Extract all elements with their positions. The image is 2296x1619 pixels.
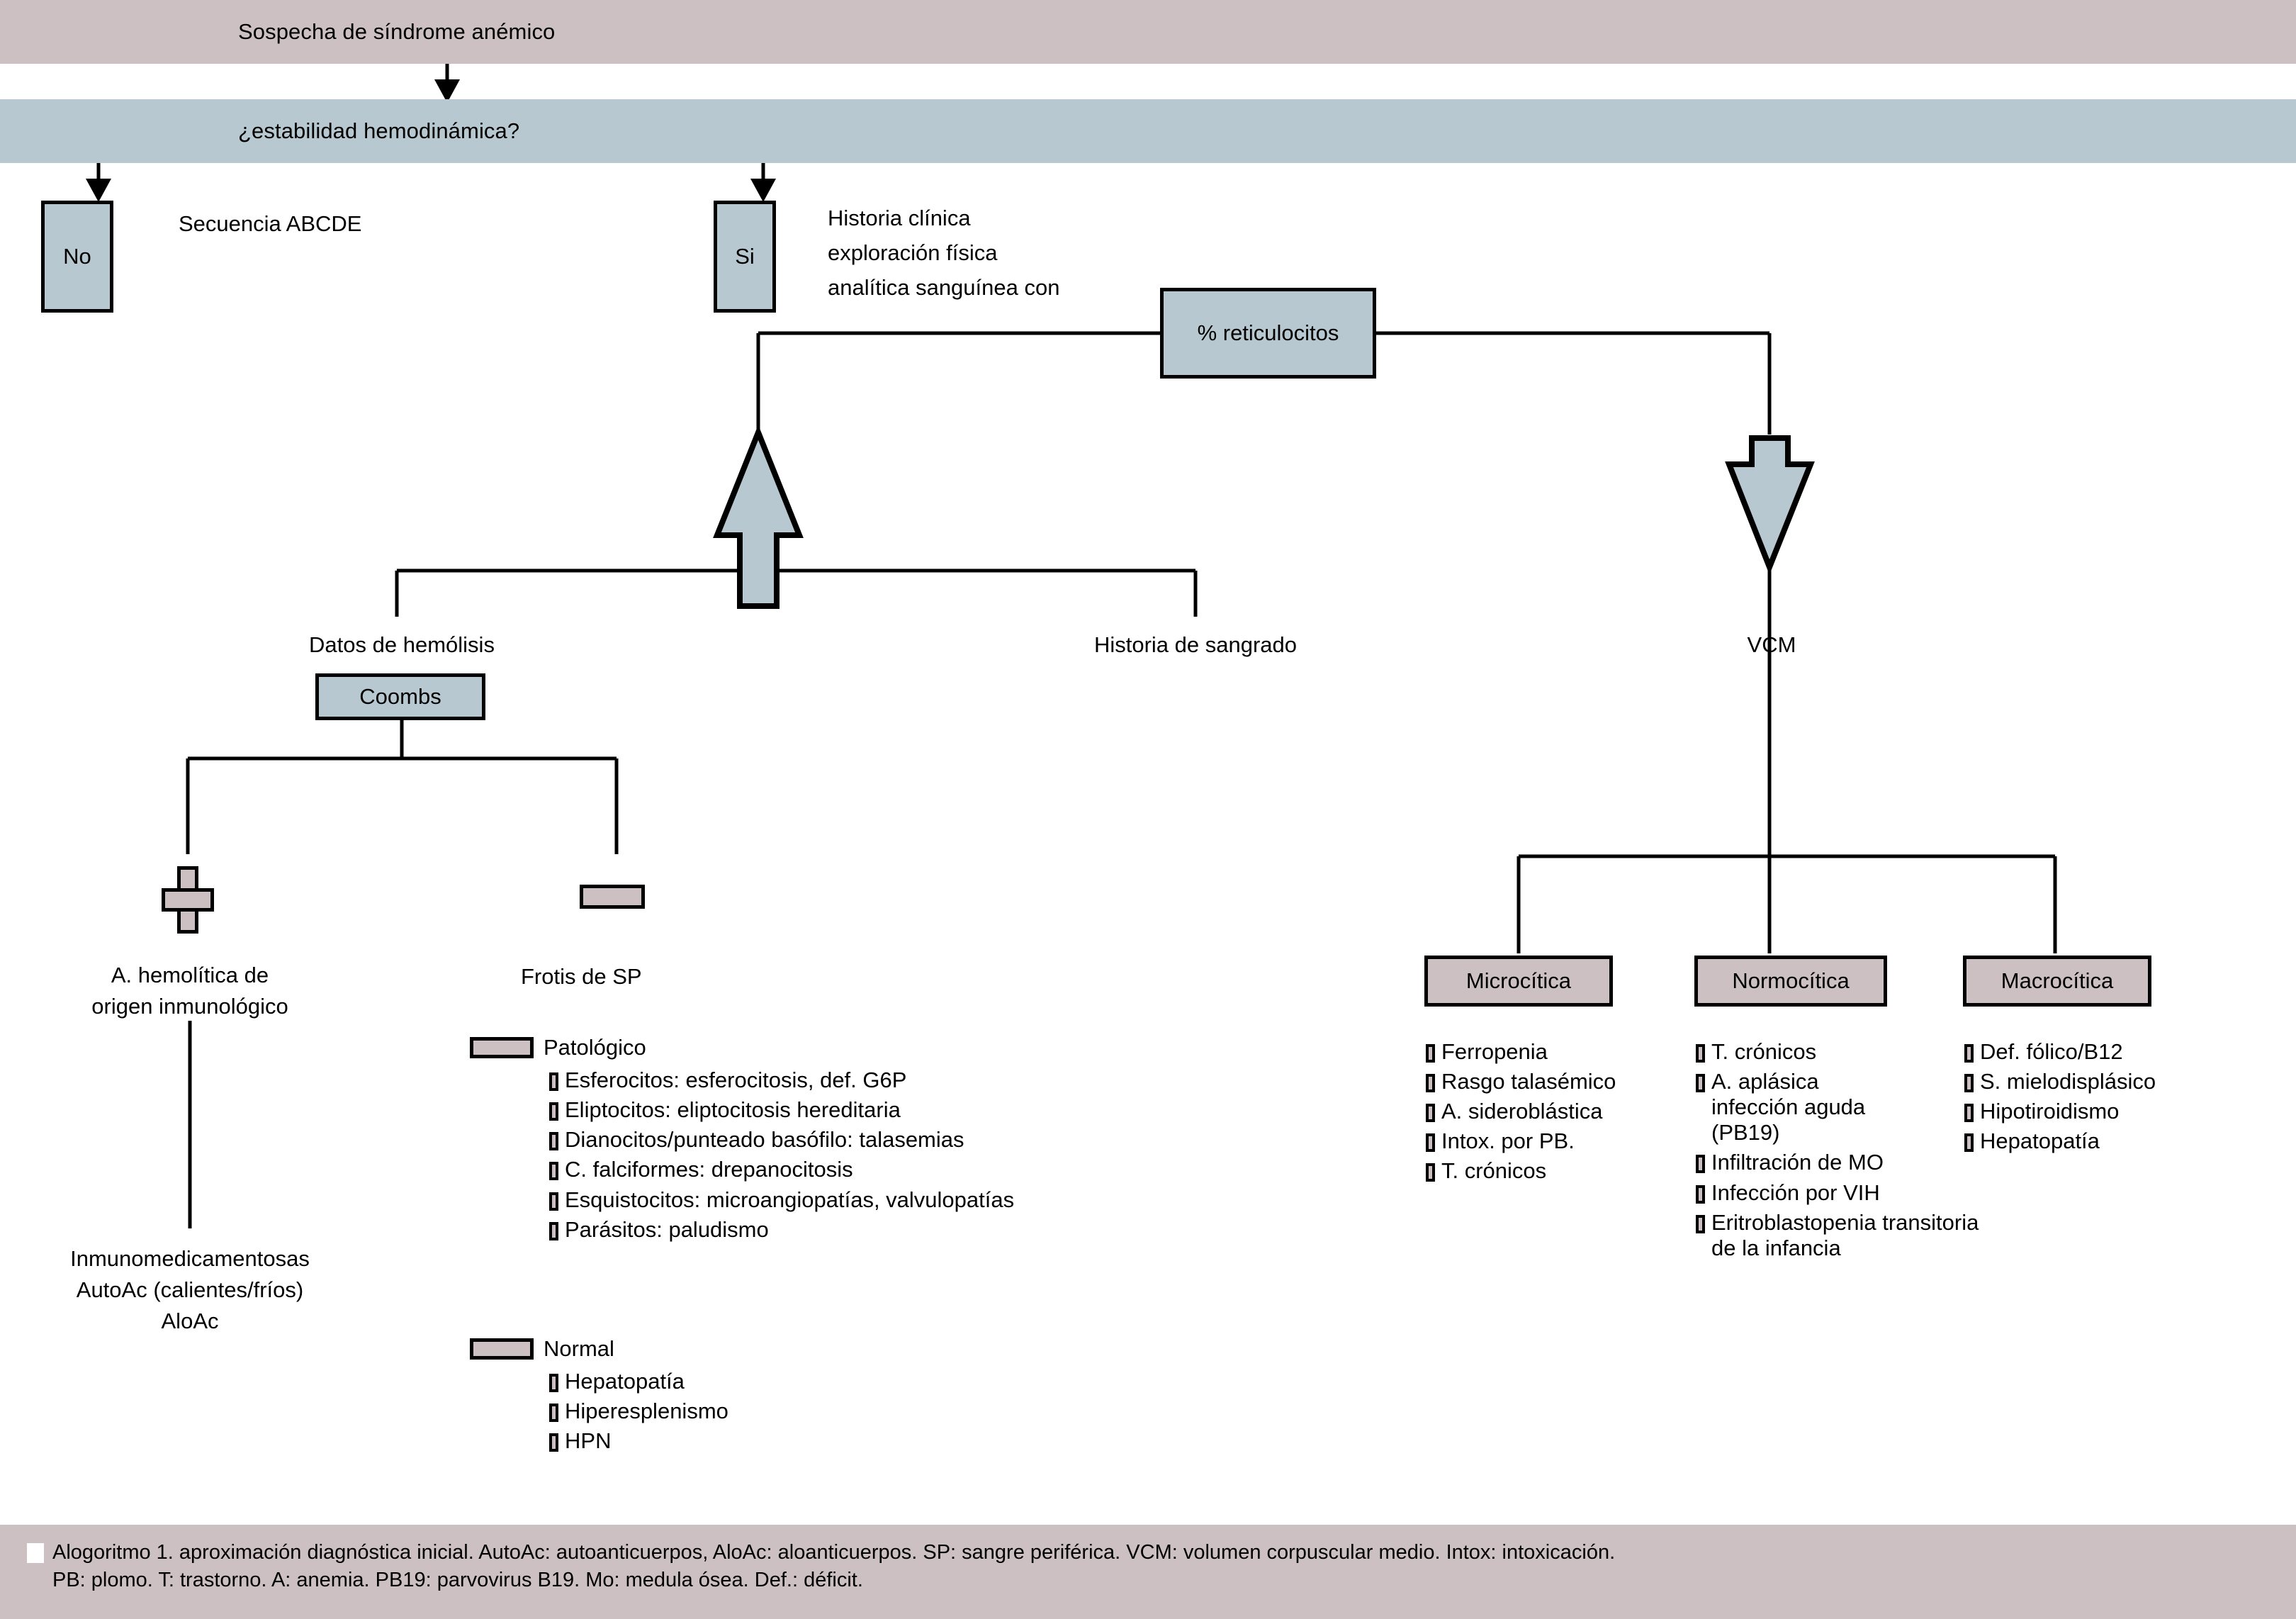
immune-detail-line1: Inmunomedicamentosas bbox=[70, 1246, 310, 1271]
square-bullet-icon bbox=[1964, 1074, 1974, 1093]
big-up-arrow bbox=[713, 425, 804, 609]
list-item: S. mielodisplásico bbox=[1964, 1069, 2156, 1094]
list-item: Hepatopatía bbox=[1964, 1128, 2156, 1154]
microcitica-box[interactable]: Microcítica bbox=[1424, 956, 1613, 1007]
square-bullet-icon bbox=[549, 1132, 558, 1151]
square-bullet-icon bbox=[1964, 1044, 1974, 1063]
si-note-line2: exploración física bbox=[828, 240, 998, 265]
list-item: HPN bbox=[549, 1428, 728, 1454]
normal-header-label: Normal bbox=[544, 1336, 614, 1361]
caption-line2: PB: plomo. T: trastorno. A: anemia. PB19… bbox=[52, 1569, 863, 1592]
title-band-label: Sospecha de síndrome anémico bbox=[238, 19, 556, 44]
square-bullet-icon bbox=[1426, 1044, 1435, 1063]
square-bullet-icon bbox=[1964, 1133, 1974, 1153]
square-bullet-icon bbox=[1426, 1074, 1435, 1093]
list-item: Esferocitos: esferocitosis, def. G6P bbox=[549, 1068, 1014, 1093]
immune-result-line1: A. hemolítica de bbox=[111, 963, 269, 987]
list-item: Intox. por PB. bbox=[1426, 1128, 1616, 1154]
list-item: T. crónicos bbox=[1426, 1158, 1616, 1184]
pathological-swatch-icon bbox=[470, 1037, 534, 1059]
immune-result-line2: origen inmunológico bbox=[91, 994, 288, 1019]
list-item: Ferropenia bbox=[1426, 1039, 1616, 1065]
square-bullet-icon bbox=[1696, 1184, 1705, 1204]
square-bullet-icon bbox=[1696, 1044, 1705, 1063]
square-bullet-icon bbox=[549, 1102, 558, 1121]
microcitica-list: Ferropenia Rasgo talasémico A. sideroblá… bbox=[1426, 1039, 1616, 1189]
macrocitica-box[interactable]: Macrocítica bbox=[1963, 956, 2151, 1007]
square-bullet-icon bbox=[549, 1433, 558, 1452]
big-down-arrow bbox=[1725, 435, 1815, 575]
list-item: Def. fólico/B12 bbox=[1964, 1039, 2156, 1065]
pathological-group-header: Patológico bbox=[470, 1035, 1014, 1060]
square-bullet-icon bbox=[549, 1221, 558, 1240]
list-item: Infiltración de MO bbox=[1696, 1150, 2000, 1175]
vcm-label: VCM bbox=[1747, 632, 1796, 657]
list-item: Rasgo talasémico bbox=[1426, 1069, 1616, 1094]
si-note-line3: analítica sanguínea con bbox=[828, 275, 1060, 300]
bleeding-history-label: Historia de sangrado bbox=[1093, 632, 1298, 657]
normocitica-box[interactable]: Normocítica bbox=[1694, 956, 1887, 1007]
list-item: Infección por VIH bbox=[1696, 1180, 2000, 1206]
macrocitica-list: Def. fólico/B12 S. mielodisplásico Hipot… bbox=[1964, 1039, 2156, 1158]
normal-group-header: Normal bbox=[470, 1336, 728, 1362]
list-item: Parásitos: paludismo bbox=[549, 1217, 1014, 1243]
list-item: Hiperesplenismo bbox=[549, 1399, 728, 1424]
hemolysis-label: Datos de hemólisis bbox=[309, 632, 495, 657]
square-bullet-icon bbox=[1696, 1074, 1705, 1093]
square-bullet-icon bbox=[549, 1072, 558, 1092]
normal-group: Normal Hepatopatía Hiperesplenismo HPN bbox=[470, 1336, 728, 1458]
list-item: Hipotiroidismo bbox=[1964, 1099, 2156, 1124]
figure-caption: Alogoritmo 1. aproximación diagnóstica i… bbox=[0, 1525, 2296, 1619]
question-band: ¿estabilidad hemodinámica? bbox=[0, 99, 2296, 163]
reticulocytes-box[interactable]: % reticulocitos bbox=[1160, 288, 1376, 379]
normocitica-list: T. crónicos A. aplásica infección aguda … bbox=[1696, 1039, 2000, 1265]
title-band: Sospecha de síndrome anémico bbox=[0, 0, 2296, 64]
no-box[interactable]: No bbox=[41, 201, 113, 313]
pathological-header-label: Patológico bbox=[544, 1035, 646, 1060]
square-bullet-icon bbox=[1426, 1104, 1435, 1123]
caption-line1: Alogoritmo 1. aproximación diagnóstica i… bbox=[52, 1541, 1616, 1564]
list-item: A. aplásica infección aguda (PB19) bbox=[1696, 1069, 2000, 1145]
coombs-positive-icon bbox=[162, 866, 214, 934]
no-note-label: Secuencia ABCDE bbox=[179, 211, 362, 236]
list-item: Esquistocitos: microangiopatías, valvulo… bbox=[549, 1187, 1014, 1213]
square-bullet-icon bbox=[549, 1162, 558, 1181]
coombs-box[interactable]: Coombs bbox=[315, 673, 485, 720]
square-bullet-icon bbox=[549, 1374, 558, 1393]
square-bullet-icon bbox=[1426, 1133, 1435, 1153]
square-bullet-icon bbox=[549, 1192, 558, 1211]
caption-swatch-icon bbox=[27, 1543, 44, 1563]
coombs-negative-icon bbox=[580, 885, 645, 909]
normal-swatch-icon bbox=[470, 1338, 534, 1360]
pathological-group: Patológico Esferocitos: esferocitosis, d… bbox=[470, 1035, 1014, 1247]
list-item: C. falciformes: drepanocitosis bbox=[549, 1157, 1014, 1182]
square-bullet-icon bbox=[1426, 1163, 1435, 1182]
square-bullet-icon bbox=[549, 1404, 558, 1423]
si-box[interactable]: Si bbox=[714, 201, 776, 313]
list-item: Eritroblastopenia transitoria de la infa… bbox=[1696, 1210, 2000, 1261]
smear-label: Frotis de SP bbox=[521, 964, 642, 989]
square-bullet-icon bbox=[1964, 1104, 1974, 1123]
list-item: Eliptocitos: eliptocitosis hereditaria bbox=[549, 1097, 1014, 1123]
si-note-line1: Historia clínica bbox=[828, 206, 971, 230]
square-bullet-icon bbox=[1696, 1214, 1705, 1233]
square-bullet-icon bbox=[1696, 1155, 1705, 1174]
list-item: Hepatopatía bbox=[549, 1369, 728, 1394]
list-item: A. sideroblástica bbox=[1426, 1099, 1616, 1124]
immune-detail-line3: AloAc bbox=[161, 1309, 219, 1333]
list-item: Dianocitos/punteado basófilo: talasemias bbox=[549, 1127, 1014, 1153]
question-band-label: ¿estabilidad hemodinámica? bbox=[238, 118, 520, 143]
list-item: T. crónicos bbox=[1696, 1039, 2000, 1065]
immune-detail-line2: AutoAc (calientes/fríos) bbox=[76, 1277, 304, 1302]
